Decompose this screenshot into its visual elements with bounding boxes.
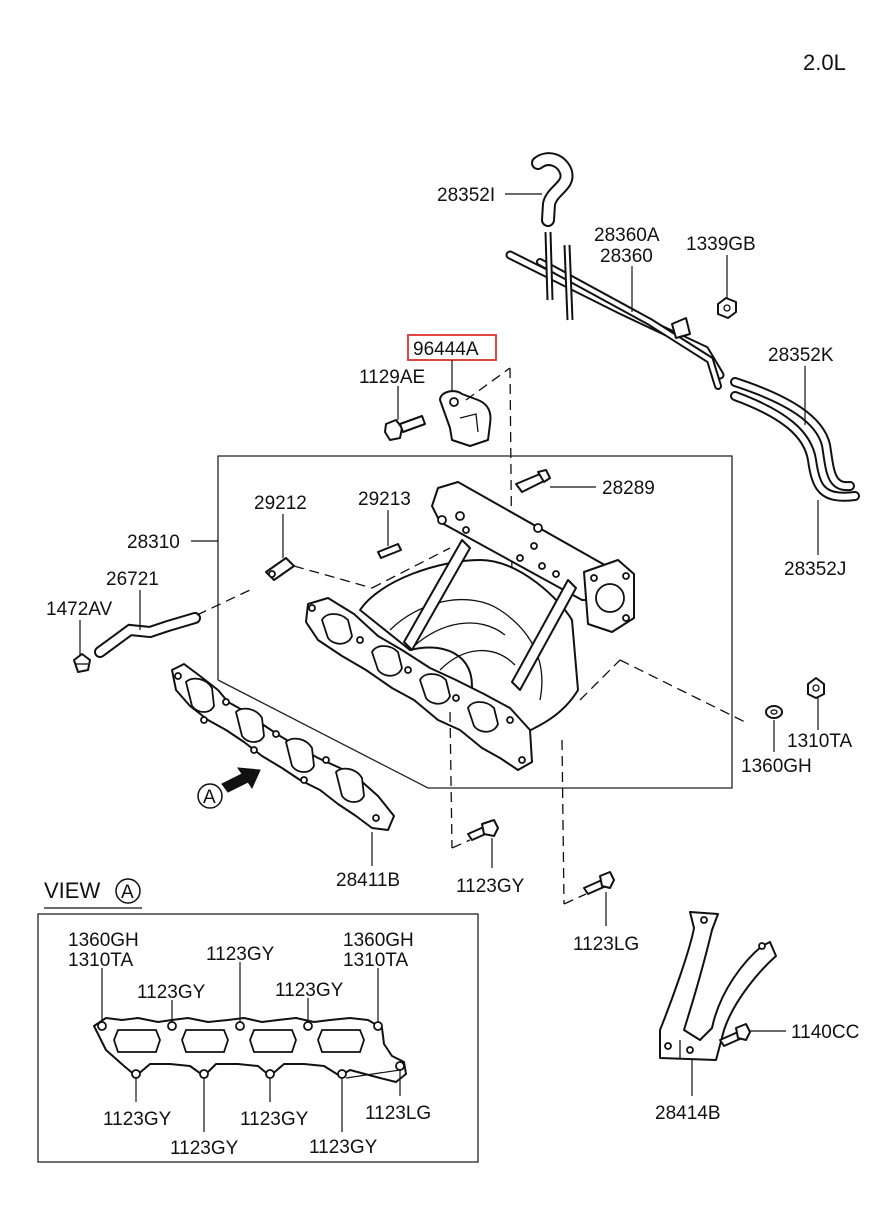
gasket-28411b[interactable] (171, 663, 395, 831)
view-a-label-top-1123gy-b: 1123GY (137, 982, 206, 1003)
label-28360a[interactable]: 28360A (594, 225, 660, 246)
view-a-label-bot-1123gy-b: 1123GY (240, 1109, 309, 1130)
nut-1339gb[interactable] (717, 297, 737, 319)
label-1123lg[interactable]: 1123LG (573, 934, 639, 955)
engine-size-label: 2.0L (803, 50, 846, 75)
dash-to-1123lg (561, 739, 565, 905)
label-1472av[interactable]: 1472AV (46, 599, 113, 620)
label-1123gy[interactable]: 1123GY (456, 876, 525, 897)
pipe-28360[interactable] (505, 231, 725, 390)
nut-1310ta[interactable] (807, 677, 825, 699)
clamp-1472av[interactable] (73, 653, 91, 673)
bolt-1123lg[interactable] (583, 871, 615, 895)
view-a-label-bot-1123gy-d: 1123GY (309, 1137, 378, 1158)
label-28360[interactable]: 28360 (600, 246, 653, 267)
bolt-1140cc[interactable] (719, 1023, 751, 1047)
hose-28352j[interactable] (730, 391, 860, 502)
label-28411b[interactable]: 28411B (336, 870, 400, 891)
label-29213[interactable]: 29213 (358, 489, 411, 510)
view-a-label-top-1123gy-a: 1123GY (206, 944, 275, 965)
view-a-title: VIEW (44, 878, 100, 903)
label-28414b[interactable]: 28414B (655, 1103, 721, 1124)
hose-28352i[interactable] (531, 152, 574, 227)
label-28310[interactable]: 28310 (127, 532, 180, 553)
label-1360gh[interactable]: 1360GH (741, 756, 812, 777)
dash-29212 (293, 565, 373, 589)
hose-26721[interactable] (94, 612, 201, 658)
view-a-box (37, 913, 479, 1163)
view-a-title-marker: A (121, 882, 134, 903)
assembly-frame-28310 (217, 455, 733, 789)
bracket-28414b[interactable] (659, 911, 777, 1061)
view-a-label-bot-1123lg: 1123LG (365, 1103, 431, 1124)
view-a-label-tl-1310ta: 1310TA (68, 950, 133, 971)
label-26721[interactable]: 26721 (106, 569, 159, 590)
stud-29212[interactable] (265, 557, 295, 581)
view-a-heading: VIEW A (44, 878, 142, 909)
fitting-28289[interactable] (515, 469, 551, 493)
washer-1360gh[interactable] (765, 705, 783, 719)
label-28352k[interactable]: 28352K (768, 345, 834, 366)
dash-to-1123gy (449, 711, 453, 849)
dash-to-1360gh (619, 659, 746, 723)
view-a-leaders (101, 962, 401, 1132)
label-1129ae[interactable]: 1129AE (359, 367, 425, 388)
view-a-label-tr-1310ta: 1310TA (343, 950, 408, 971)
bolt-1123gy[interactable] (467, 819, 499, 841)
label-28352j[interactable]: 28352J (784, 559, 846, 580)
view-a-label-bot-1123gy-a: 1123GY (103, 1109, 172, 1130)
label-1310ta[interactable]: 1310TA (787, 731, 852, 752)
sensor-96444a[interactable] (439, 390, 492, 447)
intake-manifold[interactable] (305, 481, 635, 771)
view-a-label-tl-1360gh: 1360GH (68, 930, 139, 951)
dash-manifold-right (579, 659, 621, 701)
hose-28352k[interactable] (730, 377, 855, 492)
view-a-label-tr-1360gh: 1360GH (343, 930, 414, 951)
label-29212[interactable]: 29212 (254, 493, 307, 514)
view-a-marker: A (203, 787, 216, 808)
dash-96444a (465, 367, 511, 401)
label-28289[interactable]: 28289 (602, 478, 655, 499)
label-96444a[interactable]: 96444A (413, 339, 479, 360)
pin-29213[interactable] (377, 543, 402, 559)
bolt-1129ae[interactable] (384, 415, 426, 441)
view-a-label-top-1123gy-c: 1123GY (275, 980, 344, 1001)
dash-29212-b (371, 547, 451, 589)
dash-26721 (196, 589, 251, 616)
view-a-label-bot-1123gy-c: 1123GY (170, 1138, 239, 1159)
dash-to-1123lg-b (563, 893, 587, 905)
dash-to-1123gy-b (451, 839, 471, 849)
view-a-gasket (93, 1017, 407, 1083)
label-28352i[interactable]: 28352I (437, 185, 495, 206)
label-1140cc[interactable]: 1140CC (791, 1022, 859, 1043)
label-1339gb[interactable]: 1339GB (686, 234, 756, 255)
view-a-arrow: A (197, 767, 261, 809)
